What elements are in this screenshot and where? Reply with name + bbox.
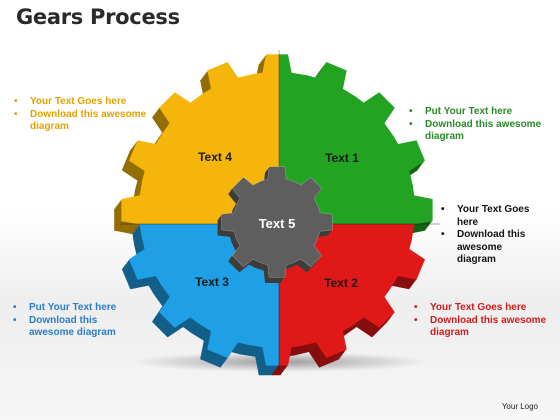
hub-gear xyxy=(217,166,333,283)
bullet-item: Put Your Text here xyxy=(405,106,555,119)
segment-label-text-3: Text 3 xyxy=(195,275,229,289)
hub-label-text-5: Text 5 xyxy=(259,216,296,231)
bullets-top-left: Your Text Goes here Download this awesom… xyxy=(10,96,160,134)
bullet-item: Download this awesome diagram xyxy=(437,229,537,267)
bullet-item: Your Text Goes here xyxy=(410,302,560,315)
bullet-item: Your Text Goes here xyxy=(10,96,160,109)
bullet-item: Download this awesome diagram xyxy=(10,109,160,134)
bullets-bottom-right: Your Text Goes here Download this awesom… xyxy=(410,302,560,340)
bullet-item: Your Text Goes here xyxy=(437,204,537,229)
bullet-item: Download this awesome diagram xyxy=(405,119,555,144)
hub-gear-face xyxy=(221,166,333,278)
segment-label-text-1: Text 1 xyxy=(325,151,359,165)
bullet-item: Put Your Text here xyxy=(9,302,129,315)
logo-text: Your Logo xyxy=(501,402,538,411)
bullets-middle-right: Your Text Goes here Download this awesom… xyxy=(437,204,537,267)
gear-segment-text-1 xyxy=(279,54,433,224)
bullet-item: Download this awesome diagram xyxy=(410,315,560,340)
bullet-item: Download this awesome diagram xyxy=(9,315,129,340)
bullets-top-right: Put Your Text here Download this awesome… xyxy=(405,106,555,144)
segment-label-text-4: Text 4 xyxy=(198,150,232,164)
segment-label-text-2: Text 2 xyxy=(324,276,358,290)
bullets-bottom-left: Put Your Text here Download this awesome… xyxy=(9,302,129,340)
slide-title: Gears Process xyxy=(16,5,180,29)
